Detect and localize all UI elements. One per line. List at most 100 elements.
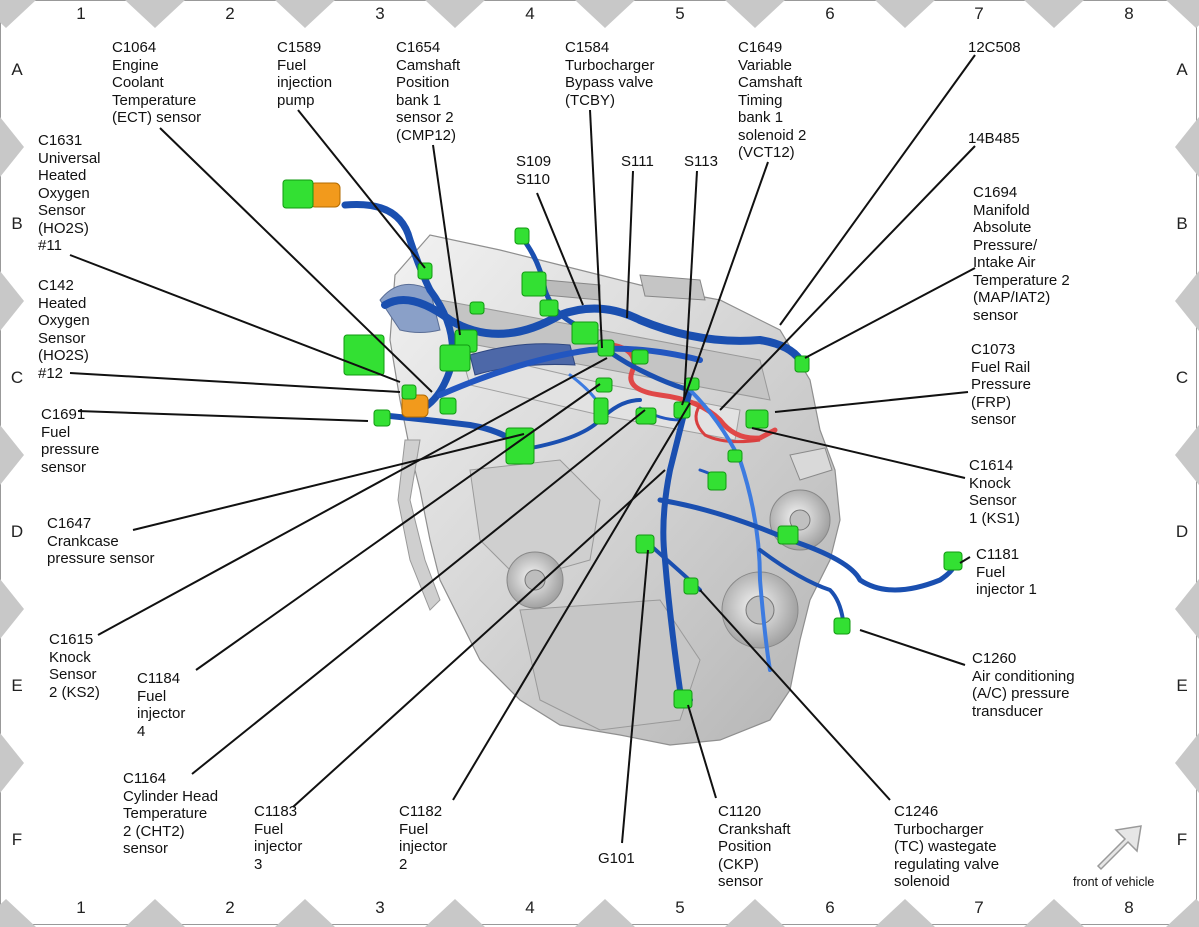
leader-line <box>132 433 525 531</box>
callout-14b485: 14B485 <box>968 130 1020 147</box>
intake-tube <box>379 283 576 376</box>
connector <box>777 525 799 545</box>
callout-c1654: C1654 Camshaft Position bank 1 sensor 2 … <box>396 39 461 144</box>
grid-col-label-8: 8 <box>1124 4 1134 23</box>
callout-g101: G101 <box>598 850 635 867</box>
grid-row-label-D: D <box>10 522 24 541</box>
leader-line <box>536 192 584 306</box>
leader-line <box>687 704 717 799</box>
leader-line <box>191 409 646 775</box>
grid-marker-bottom <box>125 899 185 927</box>
connector <box>439 344 471 372</box>
grid-row-label-F: F <box>11 830 23 849</box>
connector <box>417 262 433 280</box>
grid-col-label-3: 3 <box>375 4 385 23</box>
callout-c1120: C1120 Crankshaft Position (CKP) sensor <box>718 803 791 890</box>
grid-col-label-5: 5 <box>675 4 685 23</box>
grid-col-label-2: 2 <box>225 4 235 23</box>
leader-line <box>69 372 401 393</box>
grid-marker-left <box>0 271 24 331</box>
leader-line <box>452 402 691 801</box>
callout-c1584: C1584 Turbocharger Bypass valve (TCBY) <box>565 39 655 109</box>
grid-col-label-5: 5 <box>675 898 685 917</box>
grid-marker-right <box>1175 579 1199 639</box>
leader-line <box>779 54 976 326</box>
leader-line <box>77 410 369 422</box>
leader-lines <box>69 54 976 844</box>
leader-line <box>292 469 666 808</box>
grid-marker-top <box>125 0 185 28</box>
connector <box>597 339 615 357</box>
callout-c1631: C1631 Universal Heated Oxygen Sensor (HO… <box>38 132 101 254</box>
connector <box>373 409 391 427</box>
connector <box>439 397 457 415</box>
grid-marker-right <box>1175 733 1199 793</box>
leader-line <box>774 391 969 413</box>
callout-c1615: C1615 Knock Sensor 2 (KS2) <box>49 631 100 701</box>
callout-c1164: C1164 Cylinder Head Temperature 2 (CHT2)… <box>123 770 219 857</box>
connector <box>707 471 727 491</box>
grid-row-label-C: C <box>10 368 24 387</box>
connector <box>595 377 613 393</box>
callout-c1073: C1073 Fuel Rail Pressure (FRP) sensor <box>971 341 1032 428</box>
callout-c1064: C1064 Engine Coolant Temperature (ECT) s… <box>112 39 202 126</box>
grid-row-label-B: B <box>1176 214 1188 233</box>
leader-line <box>626 170 634 319</box>
leader-line <box>97 357 608 636</box>
grid-marker-bottom <box>575 899 635 927</box>
grid-marker-right <box>1175 425 1199 485</box>
grid-row-label-C: C <box>1175 368 1189 387</box>
grid-marker-top <box>0 0 36 28</box>
grid-row-label-A: A <box>1176 60 1188 79</box>
grid-col-label-4: 4 <box>525 4 535 23</box>
leader-line <box>69 254 401 383</box>
grid-marker-bottom <box>1024 899 1084 927</box>
grid-marker-top <box>425 0 485 28</box>
leader-line <box>959 556 971 564</box>
grid-col-label-6: 6 <box>825 898 835 917</box>
grid-marker-bottom <box>0 899 36 927</box>
leader-line <box>699 589 891 801</box>
callout-s111: S111 <box>621 153 654 170</box>
callout-c1260: C1260 Air conditioning (A/C) pressure tr… <box>972 650 1075 720</box>
grid-marker-top <box>275 0 335 28</box>
connector <box>673 689 693 709</box>
grid-col-label-7: 7 <box>974 898 984 917</box>
callout-s113: S113 <box>684 153 718 170</box>
connector <box>593 397 609 425</box>
connector <box>469 301 485 315</box>
callout-c142: C142 Heated Oxygen Sensor (HO2S) #12 <box>38 277 90 382</box>
grid-col-label-8: 8 <box>1124 898 1134 917</box>
leader-line <box>159 127 433 393</box>
grid-col-label-3: 3 <box>375 898 385 917</box>
connector <box>539 299 559 317</box>
leader-line <box>719 145 976 411</box>
connector <box>683 577 699 595</box>
grid-marker-left <box>0 579 24 639</box>
callout-c1691: C1691 Fuel pressure sensor <box>41 406 100 476</box>
grid-col-label-4: 4 <box>525 898 535 917</box>
grid-marker-bottom <box>425 899 485 927</box>
callout-c1183: C1183 Fuel injector 3 <box>254 803 303 873</box>
callout-c1649: C1649 Variable Camshaft Timing bank 1 so… <box>738 39 807 161</box>
connector <box>521 271 547 297</box>
grid-marker-bottom <box>275 899 335 927</box>
grid-marker-bottom <box>875 899 935 927</box>
grid-col-label-1: 1 <box>76 898 86 917</box>
connector <box>943 551 963 571</box>
grid-row-label-A: A <box>11 60 23 79</box>
grid-row-label-E: E <box>1176 676 1188 695</box>
callout-12c508: 12C508 <box>968 39 1021 56</box>
grid-col-label-2: 2 <box>225 898 235 917</box>
callout-c1694: C1694 Manifold Absolute Pressure/ Intake… <box>973 184 1070 324</box>
callout-c1182: C1182 Fuel injector 2 <box>399 803 448 873</box>
fuel-line-2 <box>694 404 761 444</box>
leader-line <box>751 427 966 479</box>
grid-marker-bottom <box>725 899 785 927</box>
grid-marker-left <box>0 733 24 793</box>
grid-marker-right <box>1175 271 1199 331</box>
grid-marker-left <box>0 117 24 177</box>
